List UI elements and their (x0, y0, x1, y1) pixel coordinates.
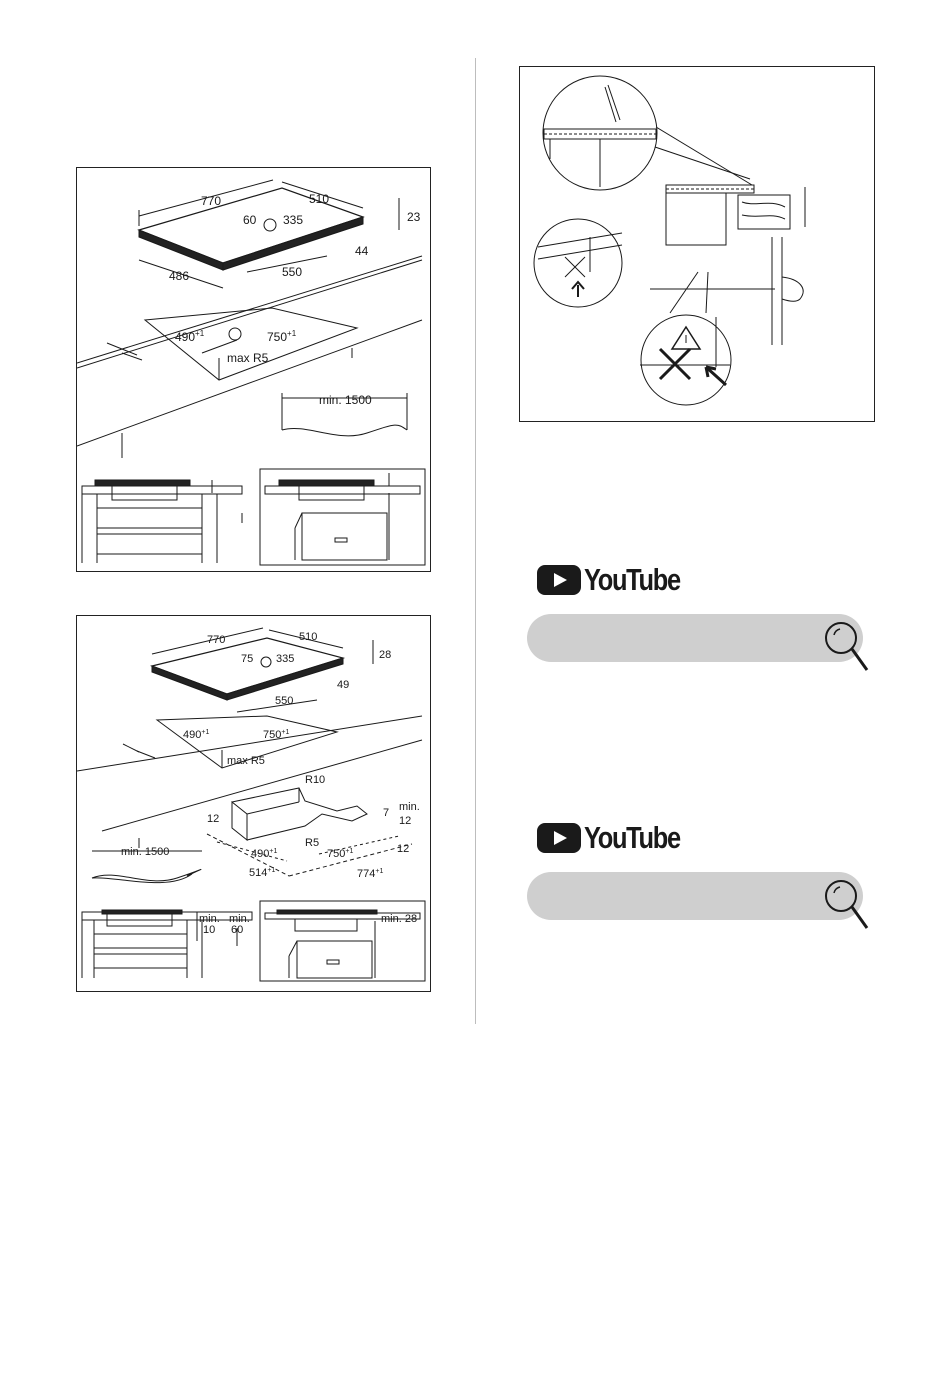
hob-cutout-diagram-2: 770 510 28 49 75 335 550 490+1 750+1 max… (77, 616, 430, 991)
frame-top-label: 23 (407, 210, 421, 224)
hob-span-label: 550 (275, 695, 293, 707)
hob-span-label: 550 (282, 265, 302, 279)
radius-r5-label: R5 (305, 837, 319, 849)
sealing-diagram (520, 67, 874, 421)
play-icon (537, 565, 581, 595)
hob-back-label: 486 (169, 269, 189, 283)
cable-width-label: 335 (283, 213, 303, 227)
cable-length-label: min. 1500 (121, 846, 169, 858)
magnifier-icon[interactable] (821, 618, 871, 676)
youtube-logo[interactable]: YouTube (537, 820, 701, 856)
column-divider (475, 58, 476, 1024)
youtube-wordmark: YouTube (584, 820, 680, 856)
power-symbol-icon (229, 328, 241, 340)
frame-height-label: 49 (337, 679, 349, 691)
play-icon (537, 823, 581, 853)
min-label: min. (399, 801, 420, 813)
youtube-logo[interactable]: YouTube (537, 562, 701, 598)
outer-depth-label: 514+1 (249, 867, 275, 879)
radius-r10-label: R10 (305, 774, 325, 786)
outer-width-label: 774+1 (357, 868, 383, 880)
cable-length-label: min. 1500 (319, 393, 372, 407)
cutout-depth-label: 490+1 (183, 729, 209, 741)
cutout-width-label: 750+1 (263, 729, 289, 741)
figure-installation-cutout-1: 770 510 23 44 60 335 486 550 490+1 750+1… (76, 167, 431, 572)
figure-installation-cutout-2: 770 510 28 49 75 335 550 490+1 750+1 max… (76, 615, 431, 992)
hob-cutout-diagram-1: 770 510 23 44 60 335 486 550 490+1 750+1… (77, 168, 430, 571)
frame-height-label: 44 (355, 244, 369, 258)
radius-label: max R5 (227, 755, 265, 767)
min28-label: min. 28 (381, 913, 417, 925)
frame-7-label: 7 (383, 807, 389, 819)
frame-depth-label: 490+1 (251, 848, 277, 860)
frame-12-left-label: 12 (207, 813, 219, 825)
cutout-depth-label: 490+1 (175, 329, 205, 344)
youtube-search-bar[interactable] (527, 614, 863, 662)
hob-depth-label: 770 (207, 634, 225, 646)
hob-width-label: 510 (309, 192, 329, 206)
hob-width-label: 510 (299, 631, 317, 643)
cable-width-label: 335 (276, 653, 294, 665)
figure-sealing-detail (519, 66, 875, 422)
hob-depth-label: 770 (201, 194, 221, 208)
radius-label: max R5 (227, 351, 269, 365)
magnifier-icon[interactable] (821, 876, 871, 934)
cutout-width-label: 750+1 (267, 329, 297, 344)
frame-12-right-label: 12 (397, 843, 409, 855)
frame-top-label: 28 (379, 649, 391, 661)
cable-offset-label: 60 (243, 213, 257, 227)
frame-width-label: 750+1 (327, 848, 353, 860)
youtube-wordmark: YouTube (584, 562, 680, 598)
min10-label-b: 10 (203, 924, 215, 936)
youtube-search-bar[interactable] (527, 872, 863, 920)
min60-label-b: 60 (231, 924, 243, 936)
frame-12-label: 12 (399, 815, 411, 827)
cable-offset-label: 75 (241, 653, 253, 665)
